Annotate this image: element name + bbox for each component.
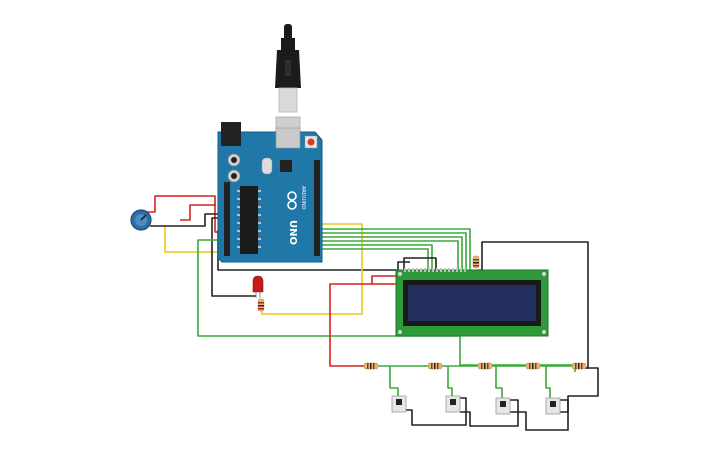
wire-black-gnd-2[interactable] bbox=[211, 217, 256, 297]
wire-btn-3-top[interactable] bbox=[495, 366, 503, 398]
wire-btn-4-top[interactable] bbox=[545, 366, 551, 398]
crystal bbox=[261, 157, 273, 175]
potentiometer[interactable] bbox=[130, 209, 152, 231]
wire-red-ladder[interactable] bbox=[329, 283, 410, 367]
resistor-1[interactable] bbox=[363, 362, 379, 370]
red-led[interactable] bbox=[252, 275, 264, 298]
resistor-3[interactable] bbox=[477, 362, 493, 370]
pushbutton-4[interactable] bbox=[545, 397, 561, 415]
board-brand: ARDUINO bbox=[300, 186, 306, 210]
atmega-chip bbox=[240, 186, 258, 254]
wire-green-6[interactable] bbox=[320, 248, 429, 270]
wire-pot-red[interactable] bbox=[143, 195, 228, 233]
resistor-led[interactable] bbox=[257, 298, 265, 312]
pushbutton-3[interactable] bbox=[495, 397, 511, 415]
wire-gnd-btn-3[interactable] bbox=[510, 399, 569, 431]
lcd-16x2[interactable] bbox=[395, 268, 549, 337]
wire-green-2[interactable] bbox=[320, 232, 467, 270]
wire-green-4[interactable] bbox=[320, 240, 459, 270]
wire-red-header[interactable] bbox=[371, 275, 402, 284]
pushbutton-1[interactable] bbox=[391, 395, 407, 413]
lcd-header-pins bbox=[404, 268, 466, 272]
wire-red-2[interactable] bbox=[180, 204, 216, 221]
wire-gnd-btn-4[interactable] bbox=[560, 367, 599, 413]
arduino-uno[interactable]: ARDUINO UNO bbox=[217, 122, 323, 263]
power-jack bbox=[221, 122, 241, 146]
wire-gnd-btn-2[interactable] bbox=[460, 399, 519, 427]
resistor-2[interactable] bbox=[427, 362, 443, 370]
wire-btn-1-top[interactable] bbox=[389, 366, 399, 398]
header-power bbox=[224, 182, 230, 256]
usb-cable bbox=[275, 24, 301, 146]
resistor-5[interactable] bbox=[571, 362, 587, 370]
wire-btn-2-top[interactable] bbox=[447, 366, 453, 398]
wire-yellow-signal[interactable] bbox=[261, 223, 363, 315]
wire-pot-yellow[interactable] bbox=[164, 226, 228, 253]
wire-green-5[interactable] bbox=[320, 244, 433, 270]
resistor-lcd[interactable] bbox=[472, 255, 480, 269]
wire-green-3[interactable] bbox=[320, 236, 463, 270]
wire-black-gnd-1[interactable] bbox=[150, 213, 228, 227]
usb-chip bbox=[280, 160, 292, 172]
wire-gnd-btn-1[interactable] bbox=[405, 397, 467, 426]
resistor-4[interactable] bbox=[525, 362, 541, 370]
usb-port bbox=[275, 127, 301, 149]
pushbutton-2[interactable] bbox=[445, 395, 461, 413]
arduino-logo-icon bbox=[287, 191, 297, 210]
header-digital bbox=[314, 160, 320, 256]
lcd-screen bbox=[408, 285, 536, 321]
wire-lcd-black[interactable] bbox=[403, 257, 437, 270]
wire-green-1[interactable] bbox=[320, 228, 471, 270]
board-model: UNO bbox=[287, 220, 298, 245]
